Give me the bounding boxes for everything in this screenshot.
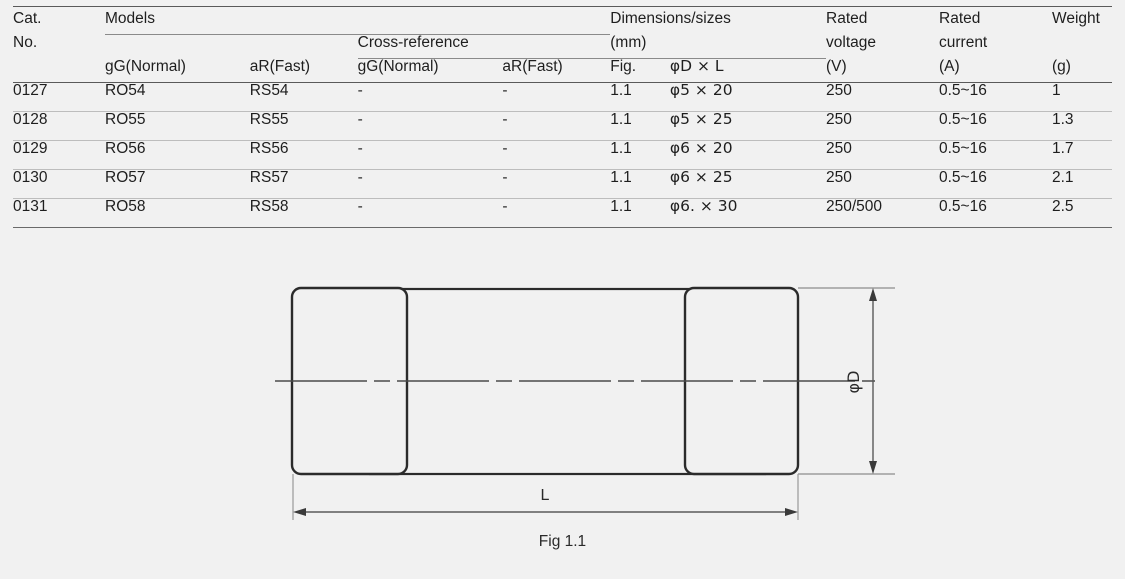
length-arrow-right-icon [785, 508, 798, 516]
cell-model-gg: RO56 [105, 140, 146, 157]
specification-table-container: Cat. Models Dimensions/sizes Rated Rated… [13, 6, 1112, 228]
cell-rated-voltage: 250/500 [826, 198, 883, 215]
cell-dimensions: φ5 × 25 [669, 110, 733, 128]
table-header-row-3: gG(Normal) aR(Fast) gG(Normal) aR(Fast) … [13, 57, 1112, 83]
fuse-drawing-svg: φD L [275, 286, 895, 520]
cell-xref-ar: - [502, 111, 508, 128]
header-dimensions-line1: Dimensions/sizes [610, 10, 731, 27]
cell-model-ar: RS54 [249, 82, 289, 99]
specification-table: Cat. Models Dimensions/sizes Rated Rated… [13, 6, 1112, 228]
figure-caption: Fig 1.1 [538, 533, 587, 550]
cell-dimensions: φ5 × 20 [669, 81, 733, 99]
header-weight-line1: Weight [1052, 10, 1100, 27]
cell-rated-voltage: 250 [826, 169, 852, 186]
cell-dimensions: φ6. × 30 [669, 197, 738, 215]
cell-fig: 1.1 [610, 140, 632, 157]
cell-xref-ar: - [502, 198, 508, 215]
cell-xref-gg: - [357, 198, 363, 215]
header-rated-current-unit: (A) [939, 57, 960, 75]
table-row: 0131 RO58 RS58 - - 1.1 φ6. × 30 250/500 … [13, 197, 1112, 228]
header-xref-ar: aR(Fast) [502, 58, 563, 75]
header-cat-line1: Cat. [13, 10, 42, 27]
cell-fig: 1.1 [610, 198, 632, 215]
length-arrow-left-icon [293, 508, 306, 516]
cell-rated-voltage: 250 [826, 140, 852, 157]
cell-weight: 1 [1052, 82, 1061, 99]
header-rated-voltage-unit: (V) [826, 57, 847, 75]
cell-dimensions: φ6 × 20 [669, 139, 733, 157]
fuse-dimension-drawing: φD L [255, 272, 915, 532]
diameter-label: φD [844, 371, 863, 394]
header-models-group: Models [105, 6, 611, 35]
cell-model-ar: RS58 [249, 198, 289, 215]
header-rated-current-line2: current [939, 33, 988, 51]
header-dimensions-line2: (mm) [610, 34, 826, 59]
header-weight-spacer [1052, 35, 1112, 59]
diameter-arrow-down-icon [869, 461, 877, 474]
cell-xref-ar: - [502, 82, 508, 99]
cell-cat-no: 0130 [13, 169, 48, 186]
cell-rated-voltage: 250 [826, 82, 852, 99]
header-models-gg: gG(Normal) [105, 57, 186, 75]
table-row: 0129 RO56 RS56 - - 1.1 φ6 × 20 250 0.5~1… [13, 139, 1112, 170]
cell-rated-current: 0.5~16 [939, 169, 987, 186]
cell-weight: 2.5 [1052, 198, 1074, 215]
header-fig: Fig. [610, 58, 637, 75]
header-cat-line2: No. [13, 33, 38, 51]
cell-cat-no: 0129 [13, 140, 48, 157]
table-row: 0128 RO55 RS55 - - 1.1 φ5 × 25 250 0.5~1… [13, 110, 1112, 141]
cell-weight: 1.3 [1052, 111, 1074, 128]
header-rated-current-line1: Rated [939, 10, 981, 27]
cell-xref-gg: - [357, 169, 363, 186]
cell-xref-gg: - [357, 111, 363, 128]
header-dimension-formula: φD × L [669, 57, 724, 75]
cell-xref-gg: - [357, 140, 363, 157]
cell-rated-current: 0.5~16 [939, 82, 987, 99]
header-rated-voltage-line2: voltage [826, 33, 876, 51]
cell-xref-gg: - [357, 82, 363, 99]
length-label: L [541, 487, 550, 504]
cell-model-ar: RS56 [249, 140, 289, 157]
cell-weight: 2.1 [1052, 169, 1074, 186]
cell-model-gg: RO54 [105, 82, 146, 99]
header-rated-voltage-line1: Rated [826, 10, 868, 27]
header-cross-reference-group: Cross-reference [357, 34, 611, 59]
header-cat-spacer [13, 59, 105, 83]
table-row: 0130 RO57 RS57 - - 1.1 φ6 × 25 250 0.5~1… [13, 168, 1112, 199]
cell-rated-voltage: 250 [826, 111, 852, 128]
cell-model-gg: RO57 [105, 169, 146, 186]
table-header-row-1: Cat. Models Dimensions/sizes Rated Rated… [13, 6, 1112, 35]
cell-rated-current: 0.5~16 [939, 111, 987, 128]
cell-cat-no: 0131 [13, 198, 48, 215]
cell-xref-ar: - [502, 169, 508, 186]
header-xref-gg: gG(Normal) [357, 58, 439, 75]
cell-fig: 1.1 [610, 82, 632, 99]
header-models-spacer [105, 35, 358, 59]
cell-cat-no: 0127 [13, 82, 48, 99]
header-weight-unit: (g) [1052, 57, 1071, 75]
diameter-arrow-up-icon [869, 288, 877, 301]
cell-fig: 1.1 [610, 169, 632, 186]
table-row: 0127 RO54 RS54 - - 1.1 φ5 × 20 250 0.5~1… [13, 81, 1112, 112]
cell-weight: 1.7 [1052, 140, 1074, 157]
cell-model-gg: RO55 [105, 111, 146, 128]
header-models-ar: aR(Fast) [249, 57, 311, 75]
cell-rated-current: 0.5~16 [939, 198, 987, 215]
cell-fig: 1.1 [610, 111, 632, 128]
cell-cat-no: 0128 [13, 111, 48, 128]
cell-model-ar: RS57 [249, 169, 289, 186]
cell-xref-ar: - [502, 140, 508, 157]
cell-model-ar: RS55 [249, 111, 289, 128]
table-header-row-2: No. Cross-reference (mm) voltage current [13, 33, 1112, 59]
cell-dimensions: φ6 × 25 [669, 168, 733, 186]
cell-rated-current: 0.5~16 [939, 140, 987, 157]
cell-model-gg: RO58 [105, 198, 146, 215]
